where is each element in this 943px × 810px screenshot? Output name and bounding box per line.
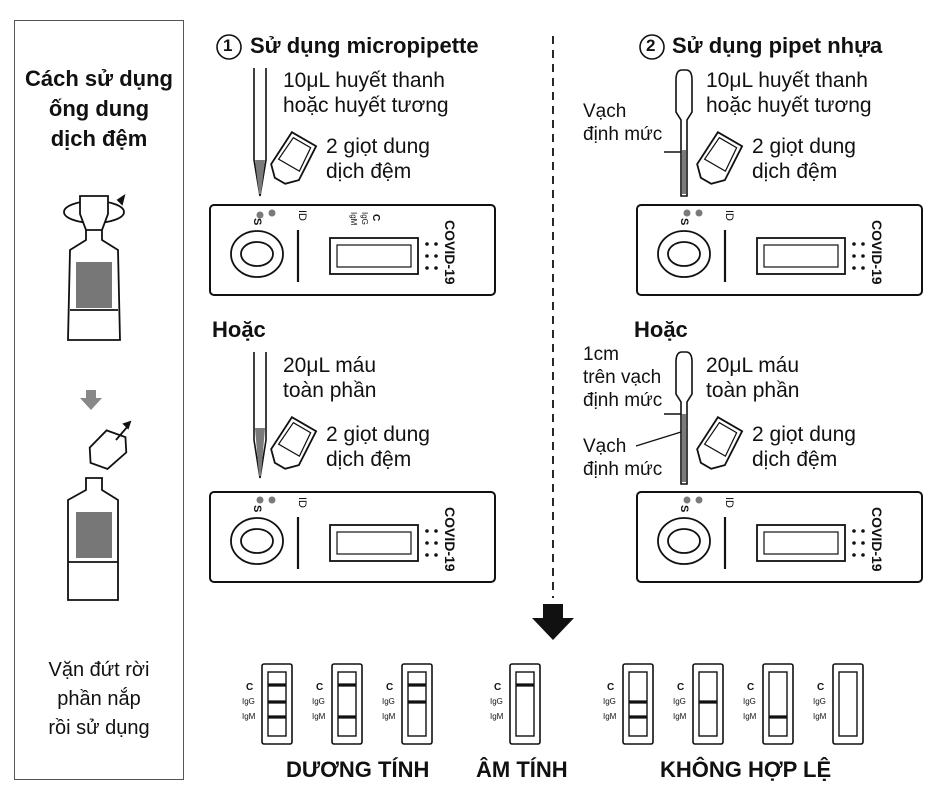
micropipette-blood-icon <box>253 352 267 479</box>
igg-result-label-8: IgG <box>813 697 826 706</box>
blood-volume-label-2: 20μL máu toàn phần <box>706 354 800 402</box>
negative-result-label: ÂM TÍNH <box>476 757 568 782</box>
buffer-vial-closed-icon <box>63 193 126 341</box>
buffer-drops-label-4: 2 giọt dung dịch đệm <box>752 423 856 471</box>
igm-result-label: IgM <box>242 712 256 721</box>
buffer-usage-instruction: Vặn đứt rời phần nắp rồi sử dụng <box>48 659 150 739</box>
c-result-label-4: C <box>494 682 502 693</box>
c-cassette-label: C <box>370 214 381 222</box>
test-cassette <box>209 204 496 296</box>
result-strips <box>261 663 864 745</box>
step-2-badge <box>639 34 665 60</box>
micropipette-serum-icon <box>253 68 267 197</box>
buffer-dropper-icon <box>270 131 318 185</box>
igm-result-label-2: IgM <box>312 712 326 721</box>
sample-well-label: S <box>251 218 263 226</box>
positive-result-label: DƯƠNG TÍNH <box>286 757 430 782</box>
c-result-label-3: C <box>386 682 394 693</box>
buffer-drops-label: 2 giọt dung dịch đệm <box>326 135 430 183</box>
igm-cassette-label: IgM <box>349 212 358 226</box>
cassette-brand-2: COVID-19 <box>442 507 458 572</box>
igg-cassette-label: IgG <box>360 212 369 225</box>
buffer-drops-label-2: 2 giọt dung dịch đệm <box>326 423 430 471</box>
step-1-badge <box>216 34 242 60</box>
buffer-dropper-icon-2 <box>270 416 318 470</box>
serum-volume-label-2: 10μL huyết thanh hoặc huyết tương <box>706 69 872 117</box>
igg-result-label-2: IgG <box>312 697 325 706</box>
c-result-label-2: C <box>316 682 324 693</box>
invalid-result-label: KHÔNG HỢP LỆ <box>660 757 832 782</box>
c-result-label: C <box>246 682 254 693</box>
mark-pointer-2 <box>635 431 682 447</box>
step-2-number: 2 <box>646 36 656 55</box>
c-result-label-8: C <box>817 682 825 693</box>
buffer-vial-open-icon <box>67 477 119 601</box>
buffer-dropper-icon-4 <box>696 416 744 470</box>
igm-result-label-8: IgM <box>813 712 827 721</box>
result-arrow-icon <box>532 604 574 640</box>
igg-result-label-5: IgG <box>603 697 616 706</box>
sample-well-label-2: S <box>251 505 263 513</box>
buffer-drops-label-3: 2 giọt dung dịch đệm <box>752 135 856 183</box>
blood-volume-label: 20μL máu toàn phần <box>283 354 377 402</box>
igg-result-label-7: IgG <box>743 697 756 706</box>
igg-result-label: IgG <box>242 697 255 706</box>
c-result-label-6: C <box>677 682 685 693</box>
test-cassette-3 <box>636 204 923 296</box>
fill-mark-label-2: Vạch định mức <box>583 436 663 480</box>
or-label: Hoặc <box>212 317 266 342</box>
sample-well-label-3: S <box>678 218 690 226</box>
step-1-heading: Sử dụng micropipette <box>250 33 479 58</box>
igm-result-label-5: IgM <box>603 712 617 721</box>
down-arrow-icon <box>80 390 102 410</box>
id-label-2: ID <box>296 497 308 508</box>
plastic-pipette-serum-icon <box>675 69 693 197</box>
step-2-heading: Sử dụng pipet nhựa <box>672 33 883 58</box>
igg-result-label-3: IgG <box>382 697 395 706</box>
buffer-dropper-icon-3 <box>696 131 744 185</box>
plastic-pipette-blood-icon <box>675 351 693 485</box>
sample-well-label-4: S <box>678 505 690 513</box>
igm-result-label-7: IgM <box>743 712 757 721</box>
test-cassette-4 <box>636 491 923 583</box>
c-result-label-5: C <box>607 682 615 693</box>
cassette-brand-3: COVID-19 <box>869 220 885 285</box>
test-cassette-2 <box>209 491 496 583</box>
buffer-usage-title: Cách sử dụng ống dung dịch đệm <box>25 66 173 151</box>
id-label: ID <box>296 210 308 221</box>
id-label-3: ID <box>723 210 735 221</box>
igg-result-label-4: IgG <box>490 697 503 706</box>
buffer-usage-panel <box>14 20 184 780</box>
serum-volume-label: 10μL huyết thanh hoặc huyết tương <box>283 69 449 117</box>
or-label-2: Hoặc <box>634 317 688 342</box>
fill-mark-label: Vạch định mức <box>583 101 663 145</box>
step-1-number: 1 <box>223 36 233 55</box>
broken-cap-icon <box>88 420 132 470</box>
above-mark-label: 1cm trên vạch định mức <box>583 344 663 411</box>
cassette-brand: COVID-19 <box>442 220 458 285</box>
cassette-brand-4: COVID-19 <box>869 507 885 572</box>
igm-result-label-6: IgM <box>673 712 687 721</box>
id-label-4: ID <box>723 497 735 508</box>
igm-result-label-3: IgM <box>382 712 396 721</box>
igm-result-label-4: IgM <box>490 712 504 721</box>
igg-result-label-6: IgG <box>673 697 686 706</box>
c-result-label-7: C <box>747 682 755 693</box>
